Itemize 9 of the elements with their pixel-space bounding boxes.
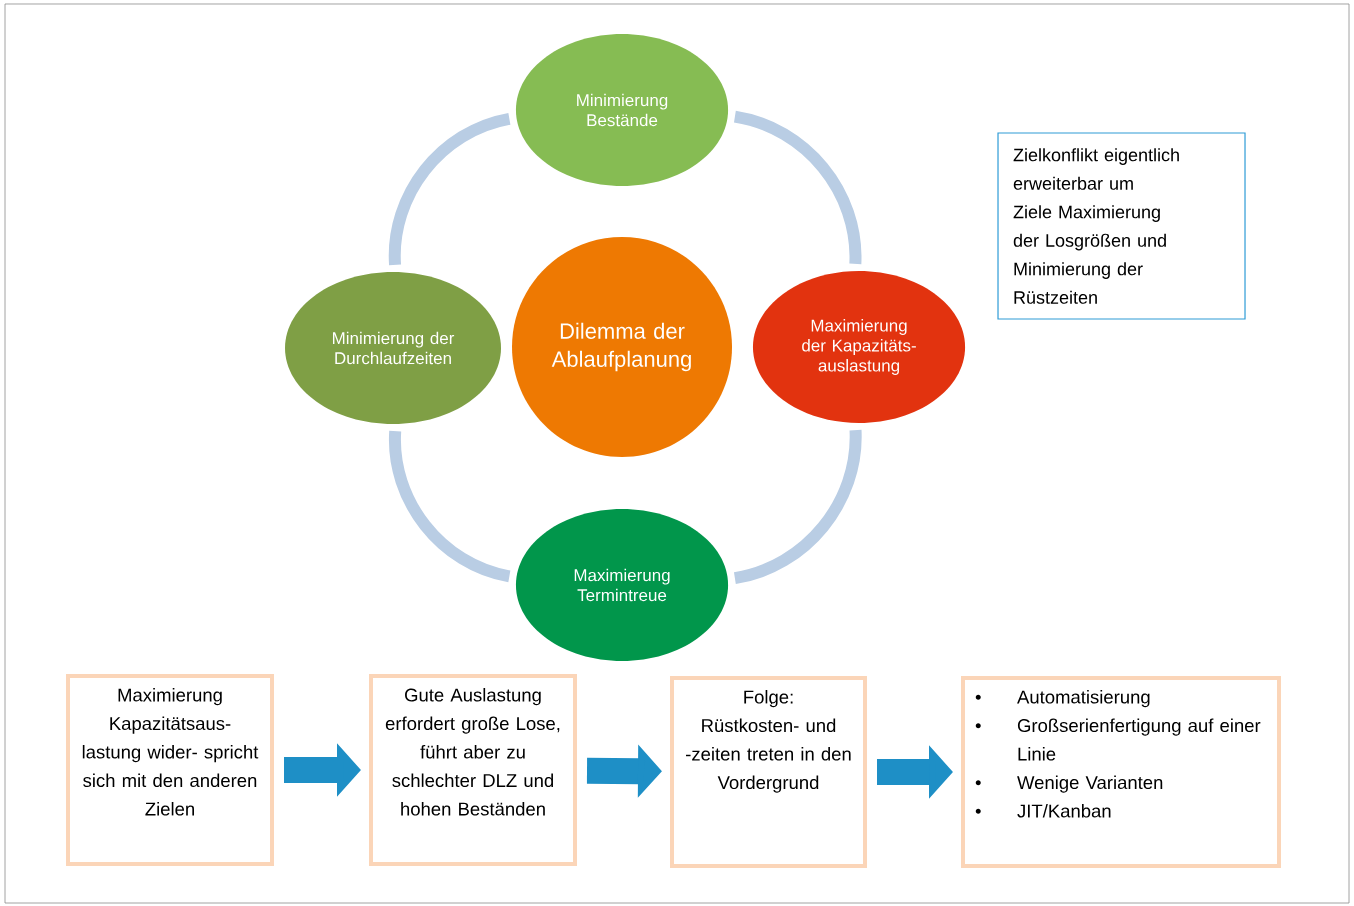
process-box: Maximierung Kapazitätsaus- lastung wider- spricht sich mit den anderen Zielen	[66, 674, 274, 866]
process-box: Gute Auslastung erfordert große Lose, führt aber zu schlechter DLZ und hohen Beständen	[369, 674, 577, 866]
ring-arc	[733, 110, 862, 264]
note-box: Zielkonflikt eigentlich erweiterbar um Ziele Maximierung der Losgrößen und Minimierung der Rüstzeiten	[997, 132, 1246, 320]
ring-arc	[389, 112, 511, 265]
list-box: • Automatisierung • Großserienfertigung auf einer Linie • Wenige Varianten • JIT/Kanban	[961, 676, 1281, 868]
ring-arc	[389, 431, 511, 583]
process-box: Folge: Rüstkosten- und -zeiten treten in den Vordergrund	[670, 676, 867, 868]
ring-arc	[733, 430, 862, 584]
